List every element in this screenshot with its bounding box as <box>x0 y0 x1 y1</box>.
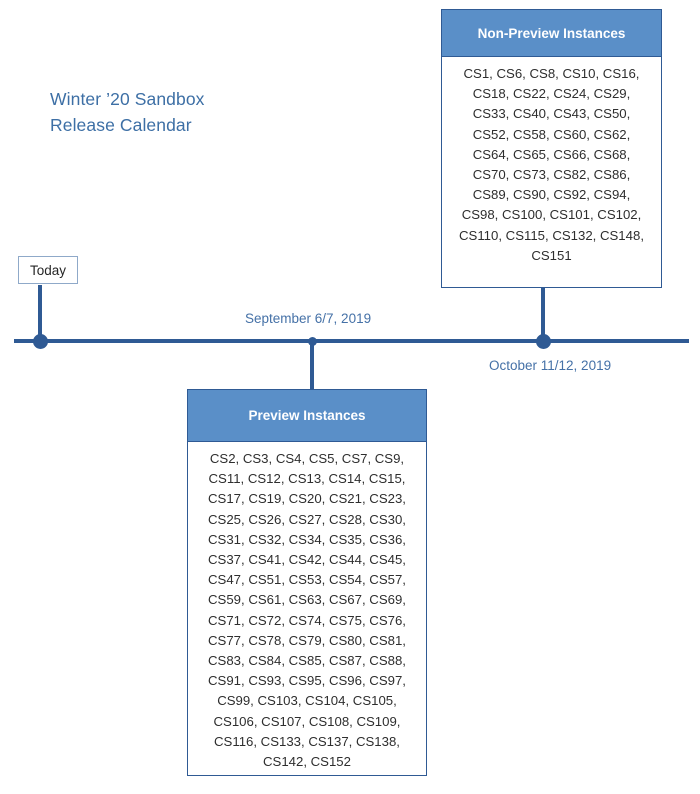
connector-non-preview-to-october <box>541 288 545 341</box>
today-marker-label: Today <box>18 256 78 284</box>
page-title: Winter ’20 Sandbox Release Calendar <box>50 89 205 135</box>
non-preview-instances-list: CS1, CS6, CS8, CS10, CS16, CS18, CS22, C… <box>459 66 644 263</box>
connector-september-to-preview <box>310 341 314 390</box>
preview-instances-list: CS2, CS3, CS4, CS5, CS7, CS9, CS11, CS12… <box>208 451 406 770</box>
preview-instances-header: Preview Instances <box>188 390 426 442</box>
timeline-dot-today <box>32 333 48 349</box>
milestone-label-september: September 6/7, 2019 <box>245 311 372 326</box>
milestone-label-october: October 11/12, 2019 <box>489 358 612 373</box>
non-preview-instances-header: Non-Preview Instances <box>442 10 661 57</box>
non-preview-instances-box: Non-Preview Instances CS1, CS6, CS8, CS1… <box>441 9 662 288</box>
preview-instances-box: Preview Instances CS2, CS3, CS4, CS5, CS… <box>187 389 427 776</box>
timeline-axis <box>14 339 689 343</box>
timeline-dot-october <box>535 333 551 349</box>
connector-today-to-axis <box>38 285 42 341</box>
